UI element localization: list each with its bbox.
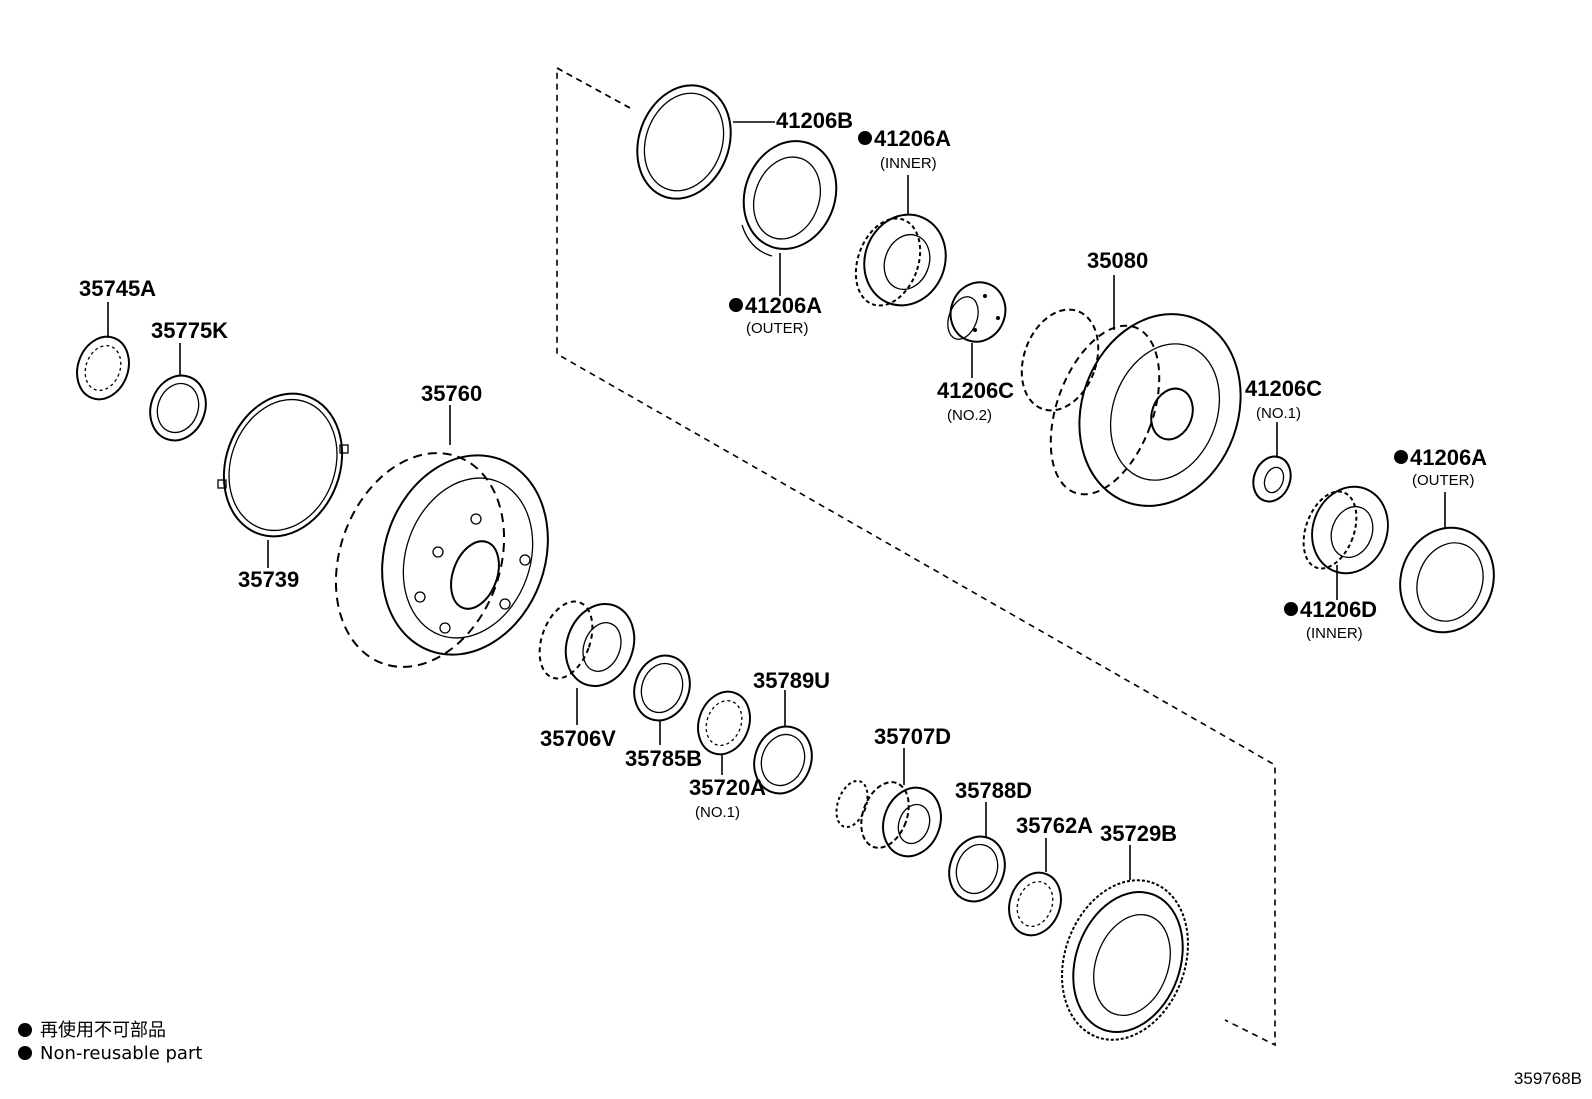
label-35789U: 35789U [753, 668, 830, 693]
nonreusable-marker [729, 298, 743, 312]
part-41206A-outer-right[interactable] [1386, 514, 1509, 645]
nonreusable-marker [858, 131, 872, 145]
part-35739-ring[interactable] [204, 377, 361, 553]
diagram-reference: 359768B [1513, 1069, 1582, 1088]
label-41206C-no2: 41206C [937, 378, 1014, 403]
part-35785B-washer[interactable] [625, 648, 698, 728]
label-41206A-outer-right: 41206A [1410, 445, 1487, 470]
part-35788D-washer[interactable] [940, 829, 1013, 909]
label-35788D: 35788D [955, 778, 1032, 803]
label-41206C-no1: 41206C [1245, 376, 1322, 401]
label-35706V: 35706V [540, 726, 616, 751]
label-41206A-inner: 41206A [874, 126, 951, 151]
legend-text-jp: 再使用不可部品 [40, 1020, 166, 1041]
label-35775K: 35775K [151, 318, 228, 343]
part-35729B-ring-gear[interactable] [1041, 862, 1210, 1057]
label-41206D: 41206D [1300, 597, 1377, 622]
legend-dot [18, 1023, 32, 1037]
label-41206D-sub: (INNER) [1306, 625, 1363, 642]
nonreusable-marker [1394, 450, 1408, 464]
subassembly-boundary-path [556, 66, 1276, 1047]
legend-dot [18, 1046, 32, 1060]
label-41206C-no2-sub: (NO.2) [947, 407, 992, 424]
part-41206B-ring[interactable] [622, 72, 746, 212]
part-35762A-bearing[interactable] [1001, 865, 1070, 942]
label-35720A-sub: (NO.1) [695, 804, 740, 821]
label-35729B: 35729B [1100, 821, 1177, 846]
label-35762A: 35762A [1016, 813, 1093, 838]
part-35760-carrier[interactable] [307, 429, 575, 690]
label-35785B: 35785B [625, 746, 702, 771]
part-35706V-bearing[interactable] [530, 594, 646, 696]
label-41206A-outer-upper: 41206A [745, 293, 822, 318]
part-35707D-gear[interactable] [831, 776, 951, 865]
part-41206C-no1[interactable] [1247, 451, 1297, 507]
label-41206A-outer-upper-sub: (OUTER) [746, 320, 809, 337]
label-35739: 35739 [238, 567, 299, 592]
nonreusable-marker [1284, 602, 1298, 616]
legend-jp: 再使用不可部品 [18, 1016, 166, 1042]
label-35080: 35080 [1087, 248, 1148, 273]
part-41206C-no2[interactable] [942, 275, 1013, 350]
part-41206D-inner[interactable] [1294, 476, 1400, 584]
part-41206A-outer-upper[interactable] [729, 128, 851, 262]
legend-en: Non-reusable part [18, 1043, 202, 1064]
part-35775K-washer[interactable] [141, 368, 214, 448]
label-35720A: 35720A [689, 775, 766, 800]
label-35760: 35760 [421, 381, 482, 406]
part-35745A-bearing[interactable] [69, 329, 138, 406]
label-41206A-inner-sub: (INNER) [880, 155, 937, 172]
part-41206A-inner-cone[interactable] [844, 203, 958, 317]
label-41206A-outer-right-sub: (OUTER) [1412, 472, 1475, 489]
part-35720A-bearing[interactable] [690, 684, 759, 761]
label-35745A: 35745A [79, 276, 156, 301]
legend-text-en: Non-reusable part [40, 1043, 203, 1064]
part-35789U-washer[interactable] [745, 718, 821, 801]
label-41206C-no1-sub: (NO.1) [1256, 405, 1301, 422]
part-35080-gear[interactable] [1008, 291, 1266, 529]
label-41206B: 41206B [776, 108, 853, 133]
label-35707D: 35707D [874, 724, 951, 749]
